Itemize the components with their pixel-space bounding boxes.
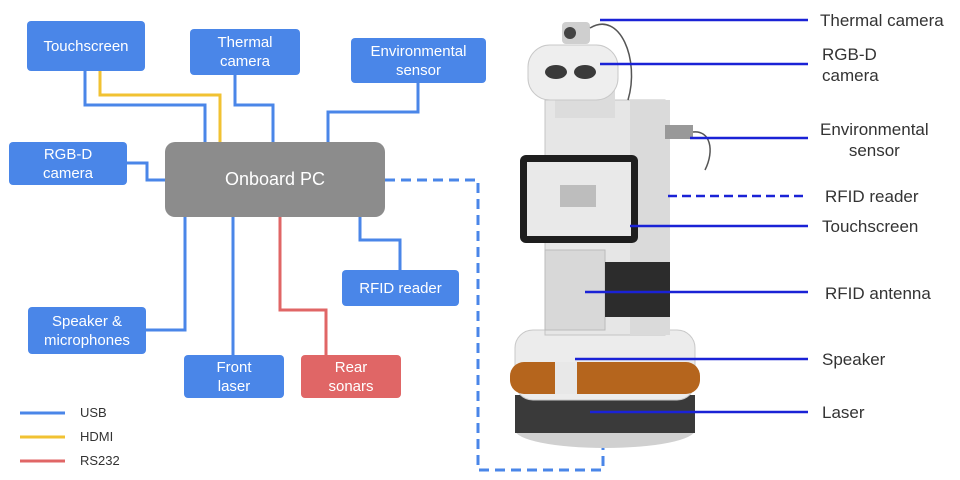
rgbd-camera-box-label: RGB-D camera — [42, 145, 94, 182]
callout-rfid-antenna: RFID antenna — [825, 284, 931, 303]
callout-speaker: Speaker — [822, 350, 886, 369]
hdmi-line-touchscreen — [98, 70, 222, 142]
callout-rgbd-camera: RGB-D camera — [822, 45, 879, 85]
dashed-link-rfid-antenna — [385, 178, 605, 472]
rear-sonars-box: Rear sonars — [301, 355, 401, 398]
callout-thermal-camera: Thermal camera — [820, 11, 944, 30]
usb-line-touchscreen — [83, 70, 207, 142]
thermal-camera-box: Thermal camera — [190, 29, 300, 75]
rear-sonars-box-label: Rear sonars — [328, 358, 374, 395]
rfid-reader-box-label: RFID reader — [359, 279, 442, 297]
thermal-camera-box-label: Thermal camera — [217, 34, 273, 70]
front-laser-box: Front laser — [184, 355, 284, 398]
onboard-pc-box: Onboard PC — [165, 142, 385, 217]
legend-label-rs232: RS232 — [80, 453, 120, 468]
legend-label-usb: USB — [80, 405, 107, 420]
environmental-sensor-box-label: Environmental sensor — [370, 42, 467, 79]
callout-laser: Laser — [822, 403, 865, 422]
usb-line-thermal — [233, 75, 275, 142]
legend-label-hdmi: HDMI — [80, 429, 114, 444]
usb-line-speaker — [145, 216, 187, 332]
speaker-microphones-box-label: Speaker & microphones — [44, 312, 130, 349]
rfid-reader-box: RFID reader — [342, 270, 459, 306]
touchscreen-box: Touchscreen — [27, 21, 145, 71]
callout-touchscreen: Touchscreen — [822, 217, 919, 236]
usb-line-environmental — [326, 82, 420, 142]
rgbd-camera-box: RGB-D camera — [9, 142, 127, 185]
speaker-microphones-box: Speaker & microphones — [28, 307, 146, 354]
onboard-pc-box-label: Onboard PC — [224, 169, 326, 189]
front-laser-box-label: Front laser — [216, 358, 252, 395]
usb-line-rfid — [358, 216, 402, 270]
callout-environmental-sensor: Environmental sensor — [820, 120, 929, 160]
robot-illustration — [510, 22, 711, 448]
touchscreen-box-label: Touchscreen — [43, 37, 129, 55]
callout-rfid-reader: RFID reader — [825, 187, 919, 206]
environmental-sensor-box: Environmental sensor — [351, 38, 486, 83]
rs232-line-sonars — [278, 216, 328, 355]
usb-line-rgbd — [127, 161, 165, 182]
